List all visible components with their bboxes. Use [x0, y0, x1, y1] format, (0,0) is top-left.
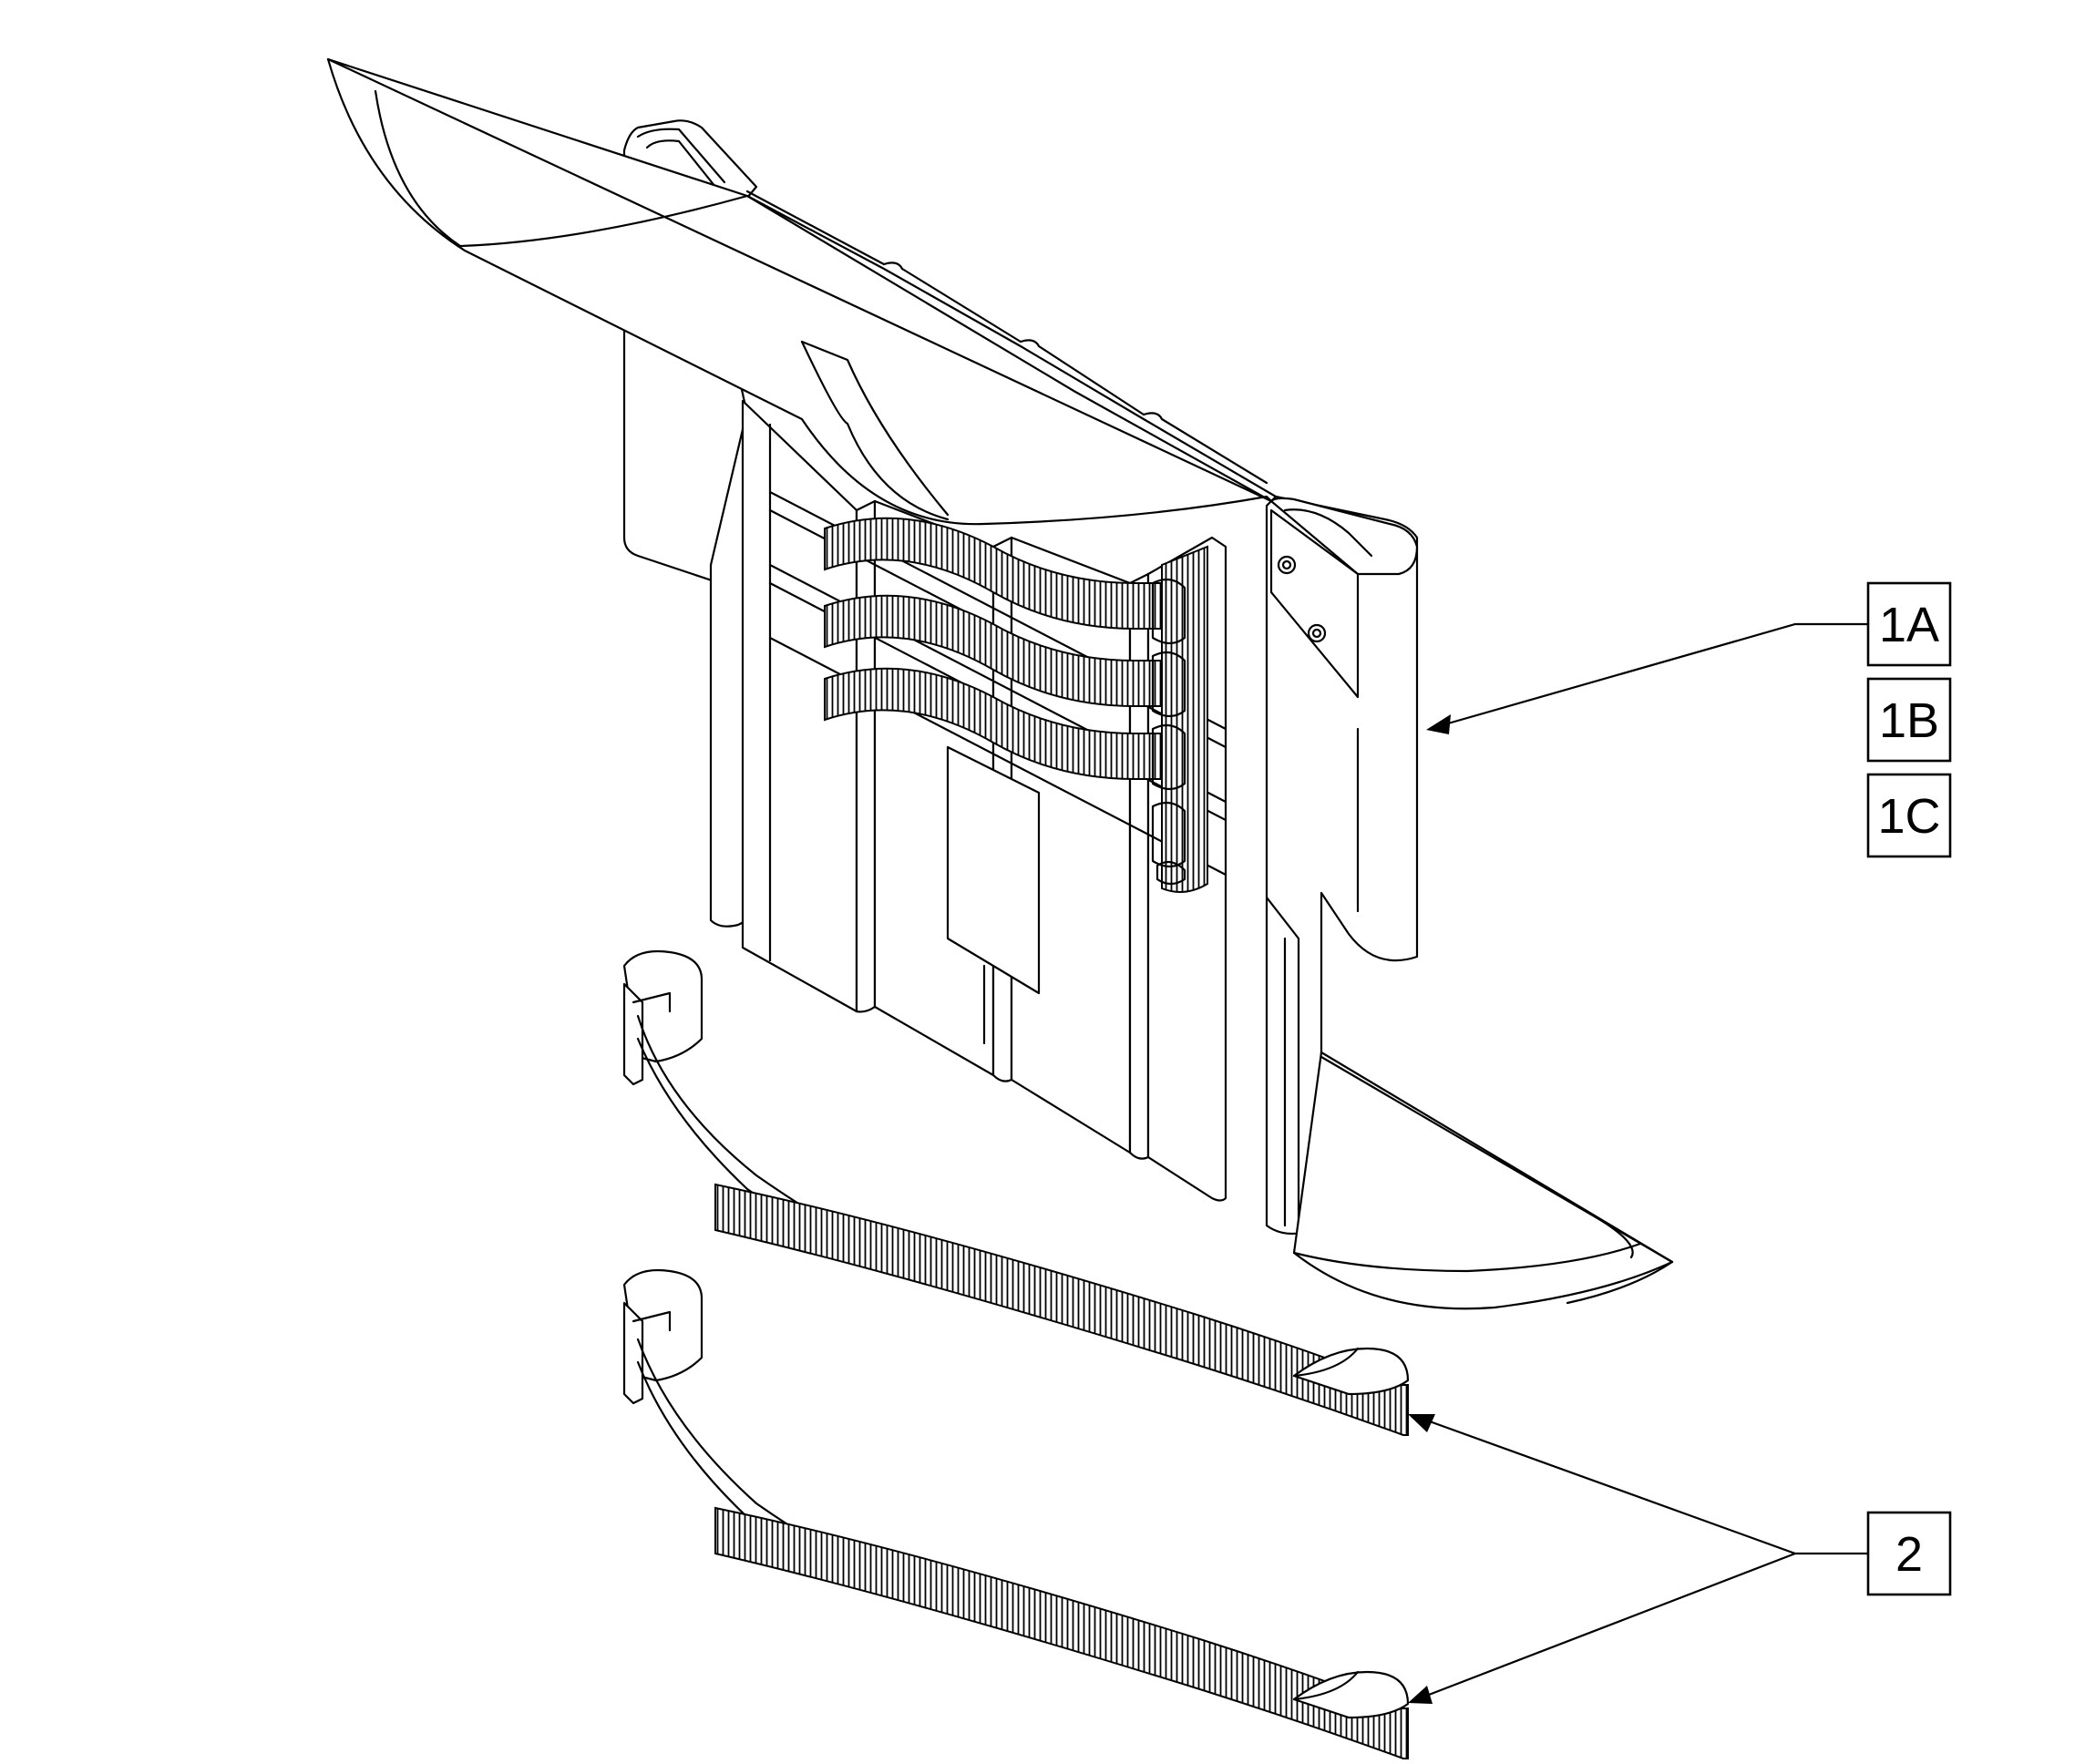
- callout-1-leader: [1426, 622, 1868, 734]
- bottom-cushion: [1292, 1051, 1674, 1310]
- callout-1b: 1B: [1866, 677, 1952, 763]
- callout-1a-label: 1A: [1879, 598, 1939, 652]
- callout-1c: 1C: [1866, 773, 1952, 858]
- callout-2-leader: [1408, 1414, 1868, 1704]
- callout-2-label: 2: [1895, 1527, 1923, 1582]
- right-post: [1265, 495, 1419, 1236]
- callout-1a: 1A: [1866, 581, 1952, 667]
- callout-2: 2: [1866, 1511, 1952, 1596]
- callout-1b-label: 1B: [1879, 693, 1939, 748]
- callout-1c-label: 1C: [1877, 789, 1940, 844]
- strap-upper: [622, 949, 1410, 1436]
- back-straps: [824, 517, 1208, 893]
- back-assembly: [326, 57, 1674, 1310]
- top-cushion: [326, 57, 1278, 526]
- strap-lower: [622, 1268, 1410, 1759]
